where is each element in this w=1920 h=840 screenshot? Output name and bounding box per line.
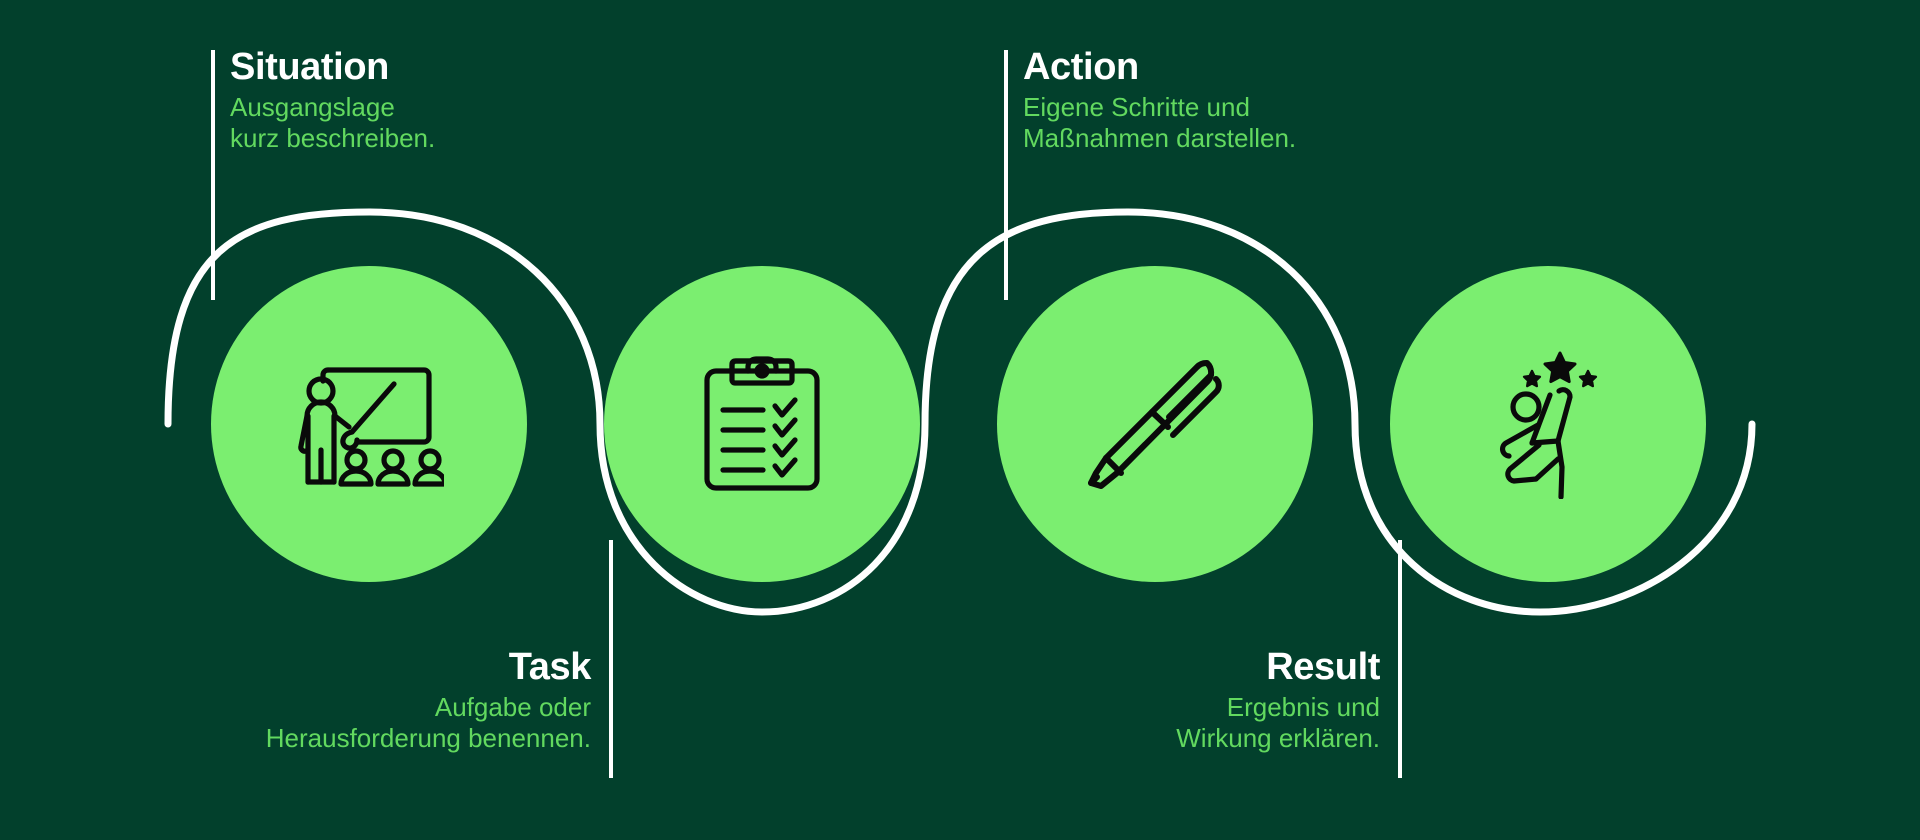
label-subtitle-result: Ergebnis und Wirkung erklären. xyxy=(1176,691,1380,754)
label-block-action: Action Eigene Schritte und Maßnahmen dar… xyxy=(1023,46,1583,155)
label-subtitle-task: Aufgabe oder Herausforderung benennen. xyxy=(265,691,591,754)
label-title-situation: Situation xyxy=(230,46,389,88)
label-block-task: Task Aufgabe oder Herausforderung benenn… xyxy=(71,646,592,755)
presentation-teacher-icon xyxy=(298,367,444,487)
label-title-task: Task xyxy=(508,646,592,688)
clipboard-checklist-icon xyxy=(704,356,820,491)
label-block-result: Result Ergebnis und Wirkung erklären. xyxy=(860,646,1380,755)
pen-icon xyxy=(1088,360,1222,489)
label-subtitle-situation: Ausgangslage kurz beschreiben. xyxy=(230,91,436,154)
node-circle-situation[interactable] xyxy=(211,266,527,582)
node-circle-task[interactable] xyxy=(604,266,920,582)
label-title-action: Action xyxy=(1023,46,1139,88)
label-subtitle-action: Eigene Schritte und Maßnahmen darstellen… xyxy=(1023,91,1297,154)
celebrating-person-stars-icon xyxy=(1499,351,1598,499)
node-circle-result[interactable] xyxy=(1390,266,1706,582)
label-title-result: Result xyxy=(1266,646,1380,688)
node-circle-action[interactable] xyxy=(997,266,1313,582)
label-block-situation: Situation Ausgangslage kurz beschreiben. xyxy=(230,46,750,155)
wave-path xyxy=(164,208,1756,616)
